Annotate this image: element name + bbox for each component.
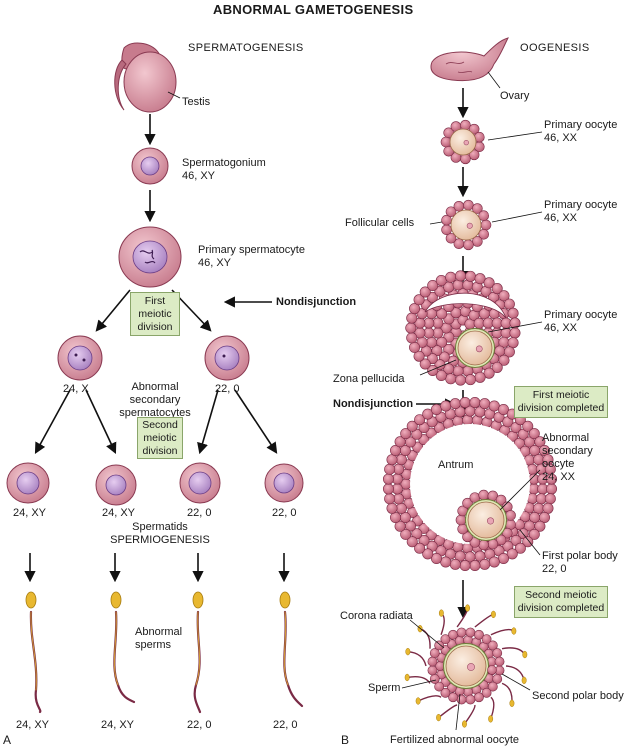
- primary-oocyte-2-label: Primary oocyte: [544, 199, 618, 211]
- abnormal-secondary-spermatocytes-label: Abnormal secondary spermatocytes: [119, 381, 191, 419]
- panel-letter-b: B: [341, 733, 350, 747]
- oogenesis-leaders: [401, 131, 543, 731]
- arrow-first-division-left: [95, 289, 131, 332]
- spermatid-cells: [6, 462, 304, 506]
- panel-letter-a: A: [3, 733, 12, 747]
- first-meiotic-division-completed-box: First meiotic division completed: [514, 386, 608, 418]
- antral-follicle: [382, 396, 558, 572]
- sperm-2: [110, 591, 136, 704]
- primary-spermatocyte-label: Primary spermatocyte: [198, 244, 305, 256]
- testis-leader: [167, 91, 181, 99]
- arrow-second-division-3: [197, 389, 219, 455]
- spermatid-4-karyotype: 22, 0: [272, 507, 297, 519]
- spermatid-3-karyotype: 22, 0: [187, 507, 212, 519]
- spermatogonium-cell: [131, 147, 169, 185]
- first-polar-body-karyotype: 22, 0: [542, 563, 567, 575]
- arrow-second-division-1: [34, 389, 71, 454]
- fertilized-oocyte: [404, 604, 528, 728]
- abnormal-sperms-label: Abnormal sperms: [135, 626, 183, 651]
- secondary-spermatocyte-left: [57, 335, 103, 381]
- second-meiotic-division-completed-box: Second meiotic division completed: [514, 586, 608, 618]
- testis-label: Testis: [182, 96, 211, 108]
- follicular-cells-label: Follicular cells: [345, 217, 415, 229]
- primary-oocyte-2: [441, 199, 492, 251]
- corona-radiata-label: Corona radiata: [340, 610, 413, 622]
- sperm-1-karyotype: 24, XY: [16, 719, 50, 731]
- sperm-1: [25, 591, 42, 714]
- zona-pellucida-label: Zona pellucida: [333, 373, 405, 385]
- spermatid-1-karyotype: 24, XY: [13, 507, 47, 519]
- primary-spermatocyte-cell: [118, 226, 182, 288]
- spermatogenesis-arrows: [24, 114, 290, 583]
- spermatogonium-karyotype: 46, XY: [182, 170, 216, 182]
- sperm-3-karyotype: 22, 0: [187, 719, 212, 731]
- ovary-label: Ovary: [500, 90, 530, 102]
- primary-oocyte-1-karyotype: 46, XX: [544, 132, 578, 144]
- oogenesis-header: OOGENESIS: [520, 42, 590, 54]
- primary-spermatocyte-karyotype: 46, XY: [198, 257, 232, 269]
- second-meiotic-division-box: Second meiotic division: [137, 417, 183, 459]
- spermatogonium-label: Spermatogonium: [182, 157, 266, 169]
- second-polar-body-label: Second polar body: [532, 690, 624, 702]
- spermatids-label: Spermatids: [132, 521, 188, 533]
- spermatid-2-karyotype: 24, XY: [102, 507, 136, 519]
- first-meiotic-division-box: First meiotic division: [130, 292, 180, 336]
- primary-oocyte-3-follicle: [405, 270, 521, 386]
- sperm-label: Sperm: [368, 682, 401, 694]
- ovary-illustration: [430, 37, 509, 89]
- primary-oocyte-3-label: Primary oocyte: [544, 309, 618, 321]
- first-polar-body-label: First polar body: [542, 550, 618, 562]
- nondisjunction-right-label: Nondisjunction: [333, 398, 414, 410]
- nondisjunction-left-label: Nondisjunction: [276, 296, 357, 308]
- primary-oocyte-1-label: Primary oocyte: [544, 119, 618, 131]
- spermiogenesis-label: SPERMIOGENESIS: [110, 534, 210, 546]
- arrow-second-division-2: [85, 389, 117, 455]
- fertilized-oocyte-label: Fertilized abnormal oocyte: [390, 734, 520, 746]
- testis-illustration: [114, 42, 177, 113]
- sperm-2-karyotype: 24, XY: [101, 719, 135, 731]
- abnormal-secondary-oocyte-karyotype: 24, XX: [542, 471, 576, 483]
- abnormal-secondary-oocyte-label: Abnormal secondary oocyte: [542, 432, 593, 470]
- primary-oocyte-1: [440, 119, 485, 165]
- arrow-second-division-4: [234, 389, 278, 454]
- primary-oocyte-2-karyotype: 46, XX: [544, 212, 578, 224]
- secondary-left-karyotype: 24, X: [63, 383, 89, 395]
- secondary-spermatocyte-right: [204, 335, 250, 381]
- secondary-right-karyotype: 22, 0: [215, 383, 240, 395]
- abnormal-sperm-cells: [25, 591, 304, 714]
- sperm-4: [279, 591, 304, 708]
- figure-title: ABNORMAL GAMETOGENESIS: [213, 2, 414, 17]
- spermatogenesis-header: SPERMATOGENESIS: [188, 42, 304, 54]
- primary-oocyte-3-karyotype: 46, XX: [544, 322, 578, 334]
- sperm-4-karyotype: 22, 0: [273, 719, 298, 731]
- sperm-3: [192, 591, 204, 714]
- antrum-label: Antrum: [438, 459, 474, 471]
